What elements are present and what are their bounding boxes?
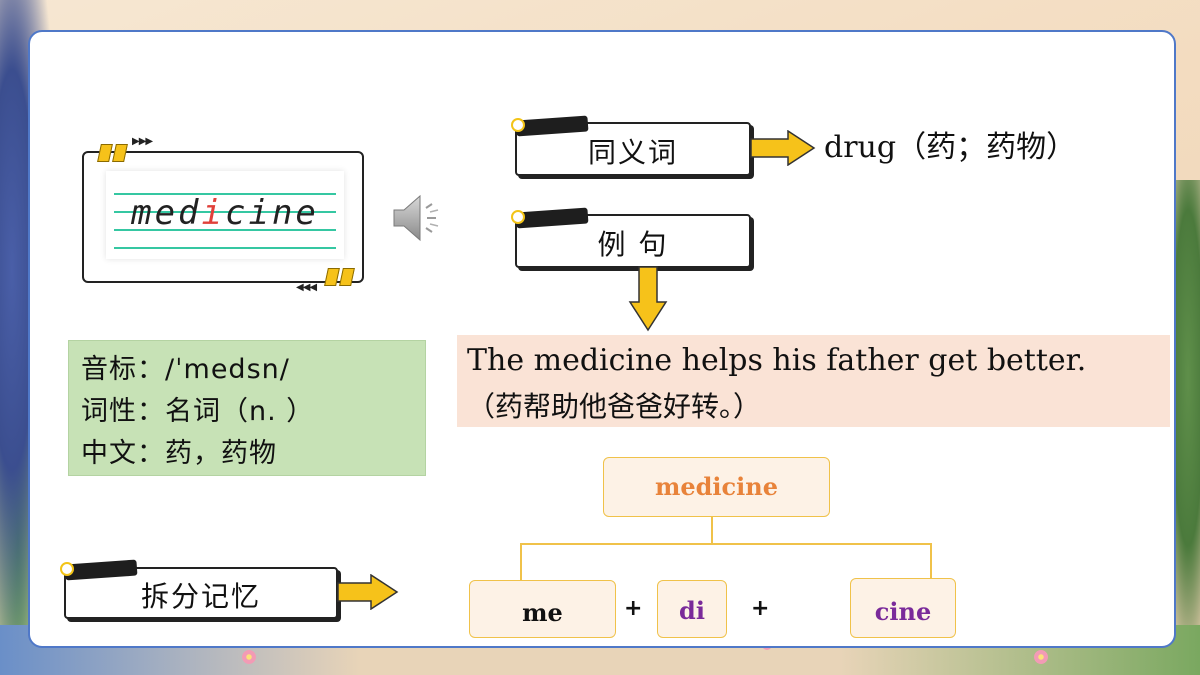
word-part-highlight: i [201,193,225,233]
vocabulary-word: medicine [106,193,344,233]
word-writing-box: medicine [106,171,344,259]
plus-sign: + [751,596,770,621]
synonym-value: drug（药；药物） [824,130,1077,165]
synonym-label: 同义词 [587,136,678,169]
example-sentence-zh: （药帮助他爸爸好转。） [467,390,762,423]
split-part-node: di [657,580,727,638]
writing-guide-line [114,229,336,231]
writing-guide-line [114,247,336,249]
tag-ring-icon [60,562,74,576]
split-part-node: me [469,580,616,638]
yellow-down-arrow-icon [628,266,668,332]
example-sentence-en: The medicine helps his father get better… [467,343,1087,378]
plus-sign: + [624,596,643,621]
part-of-speech-line: 词性：名词（n. ） [81,396,315,427]
phonetic-line: 音标：/ˈmedsn/ [81,354,290,385]
tree-connector [520,543,522,583]
tree-connector [930,543,932,581]
split-part-node: cine [850,578,956,638]
tree-connector [520,543,932,545]
speaker-icon[interactable] [390,190,450,246]
example-sentence-box: The medicine helps his father get better… [457,335,1170,427]
chinese-meaning-line: 中文：药，药物 [81,438,277,469]
split-root-node: medicine [603,457,830,517]
triangle-arrows-icon: ◀◀◀ [296,282,317,293]
flower-decoration [1034,650,1048,664]
tag-ring-icon [511,210,525,224]
yellow-right-arrow-icon [750,130,816,166]
yellow-right-arrow-icon [337,574,399,610]
triangle-arrows-icon: ▶▶▶ [132,136,153,147]
example-label: 例 句 [597,228,669,261]
writing-guide-line [114,211,336,213]
synonym-tag: 同义词 [515,122,751,176]
tree-connector [711,516,713,544]
writing-guide-line [114,193,336,195]
flower-decoration [242,650,256,664]
word-card: medicine [82,151,364,283]
word-part-before: med [131,193,202,233]
split-memory-label: 拆分记忆 [140,580,261,613]
word-info-box: 音标：/ˈmedsn/ 词性：名词（n. ） 中文：药，药物 [68,340,426,476]
tag-ring-icon [511,118,525,132]
word-part-after: cine [225,193,319,233]
